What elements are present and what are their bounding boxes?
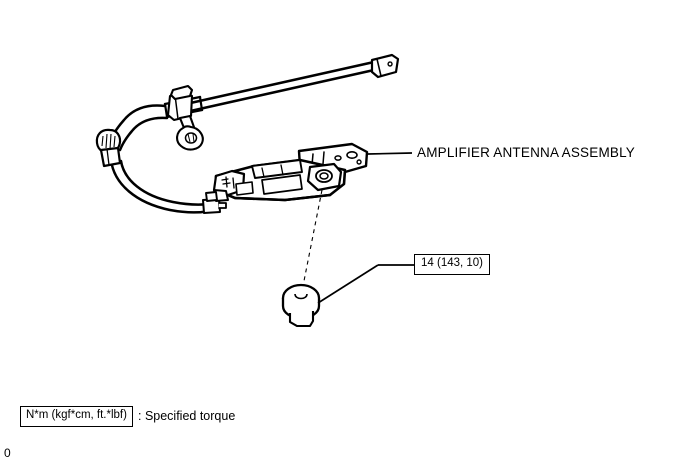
cable-inline-connector-tip	[218, 202, 227, 209]
amp-bolt-hole-inner	[319, 172, 329, 180]
amp-deck-rib-b	[280, 164, 284, 176]
amp-left-wing-detail	[221, 176, 235, 189]
amp-port	[235, 181, 254, 196]
cable-upper-run	[184, 60, 376, 106]
legend-separator: :	[137, 409, 142, 424]
grommet-barrel	[99, 146, 122, 168]
antenna-cable-harness	[108, 60, 376, 214]
mounting-bolt	[281, 283, 321, 328]
terminal-hole	[387, 61, 393, 67]
cable-lower-branch-inner	[119, 159, 212, 206]
terminal-body	[370, 53, 400, 79]
amp-rib-a	[322, 151, 325, 165]
cable-clamp	[166, 84, 204, 151]
terminal-seam	[376, 58, 382, 77]
cable-bend-inner	[118, 116, 169, 152]
callout-label-amplifier-antenna-assembly: AMPLIFIER ANTENNA ASSEMBLY	[417, 145, 636, 160]
cable-lower-branch-outer	[109, 158, 212, 214]
grommet-face-ribs	[101, 133, 116, 150]
amp-mid-deck	[251, 159, 303, 179]
bolt-shank	[288, 311, 315, 328]
amp-left-tab	[205, 191, 218, 202]
amp-hole-b	[356, 159, 362, 165]
clamp-mount-hole	[184, 132, 198, 144]
bolt-shank-corner	[289, 321, 298, 327]
amp-deck-rib-a	[261, 167, 265, 178]
bolt-head-recess	[294, 293, 308, 300]
cable-upper-run-b	[184, 68, 376, 114]
amp-center-recess	[261, 174, 303, 195]
amp-hole-a	[334, 155, 342, 161]
cable-sheath-right-cap	[198, 95, 204, 112]
amplifier-antenna-assembly	[205, 142, 369, 202]
clamp-top-tab	[169, 84, 194, 101]
legend: N*m (kgf*cm, ft.*lbf) : Specified torque	[20, 406, 235, 427]
grommet-barrel-seam	[106, 148, 110, 166]
assembly-dashed-line	[302, 189, 323, 287]
legend-description: : Specified torque	[138, 409, 235, 423]
cable-terminal-connector	[370, 53, 400, 79]
leader-line-torque	[317, 264, 414, 304]
amp-bottom-edge	[233, 193, 332, 202]
clamp-hole-hatch	[187, 133, 195, 143]
amp-slot-a	[346, 151, 358, 160]
torque-spec-box: 14 (143, 10)	[414, 254, 491, 275]
leader-line-amplifier	[367, 152, 413, 155]
legend-description-text: Specified torque	[144, 409, 236, 424]
cable-grommet-connector	[95, 128, 122, 168]
page-marker: 0	[4, 446, 11, 460]
legend-unit-box: N*m (kgf*cm, ft.*lbf)	[20, 406, 133, 427]
